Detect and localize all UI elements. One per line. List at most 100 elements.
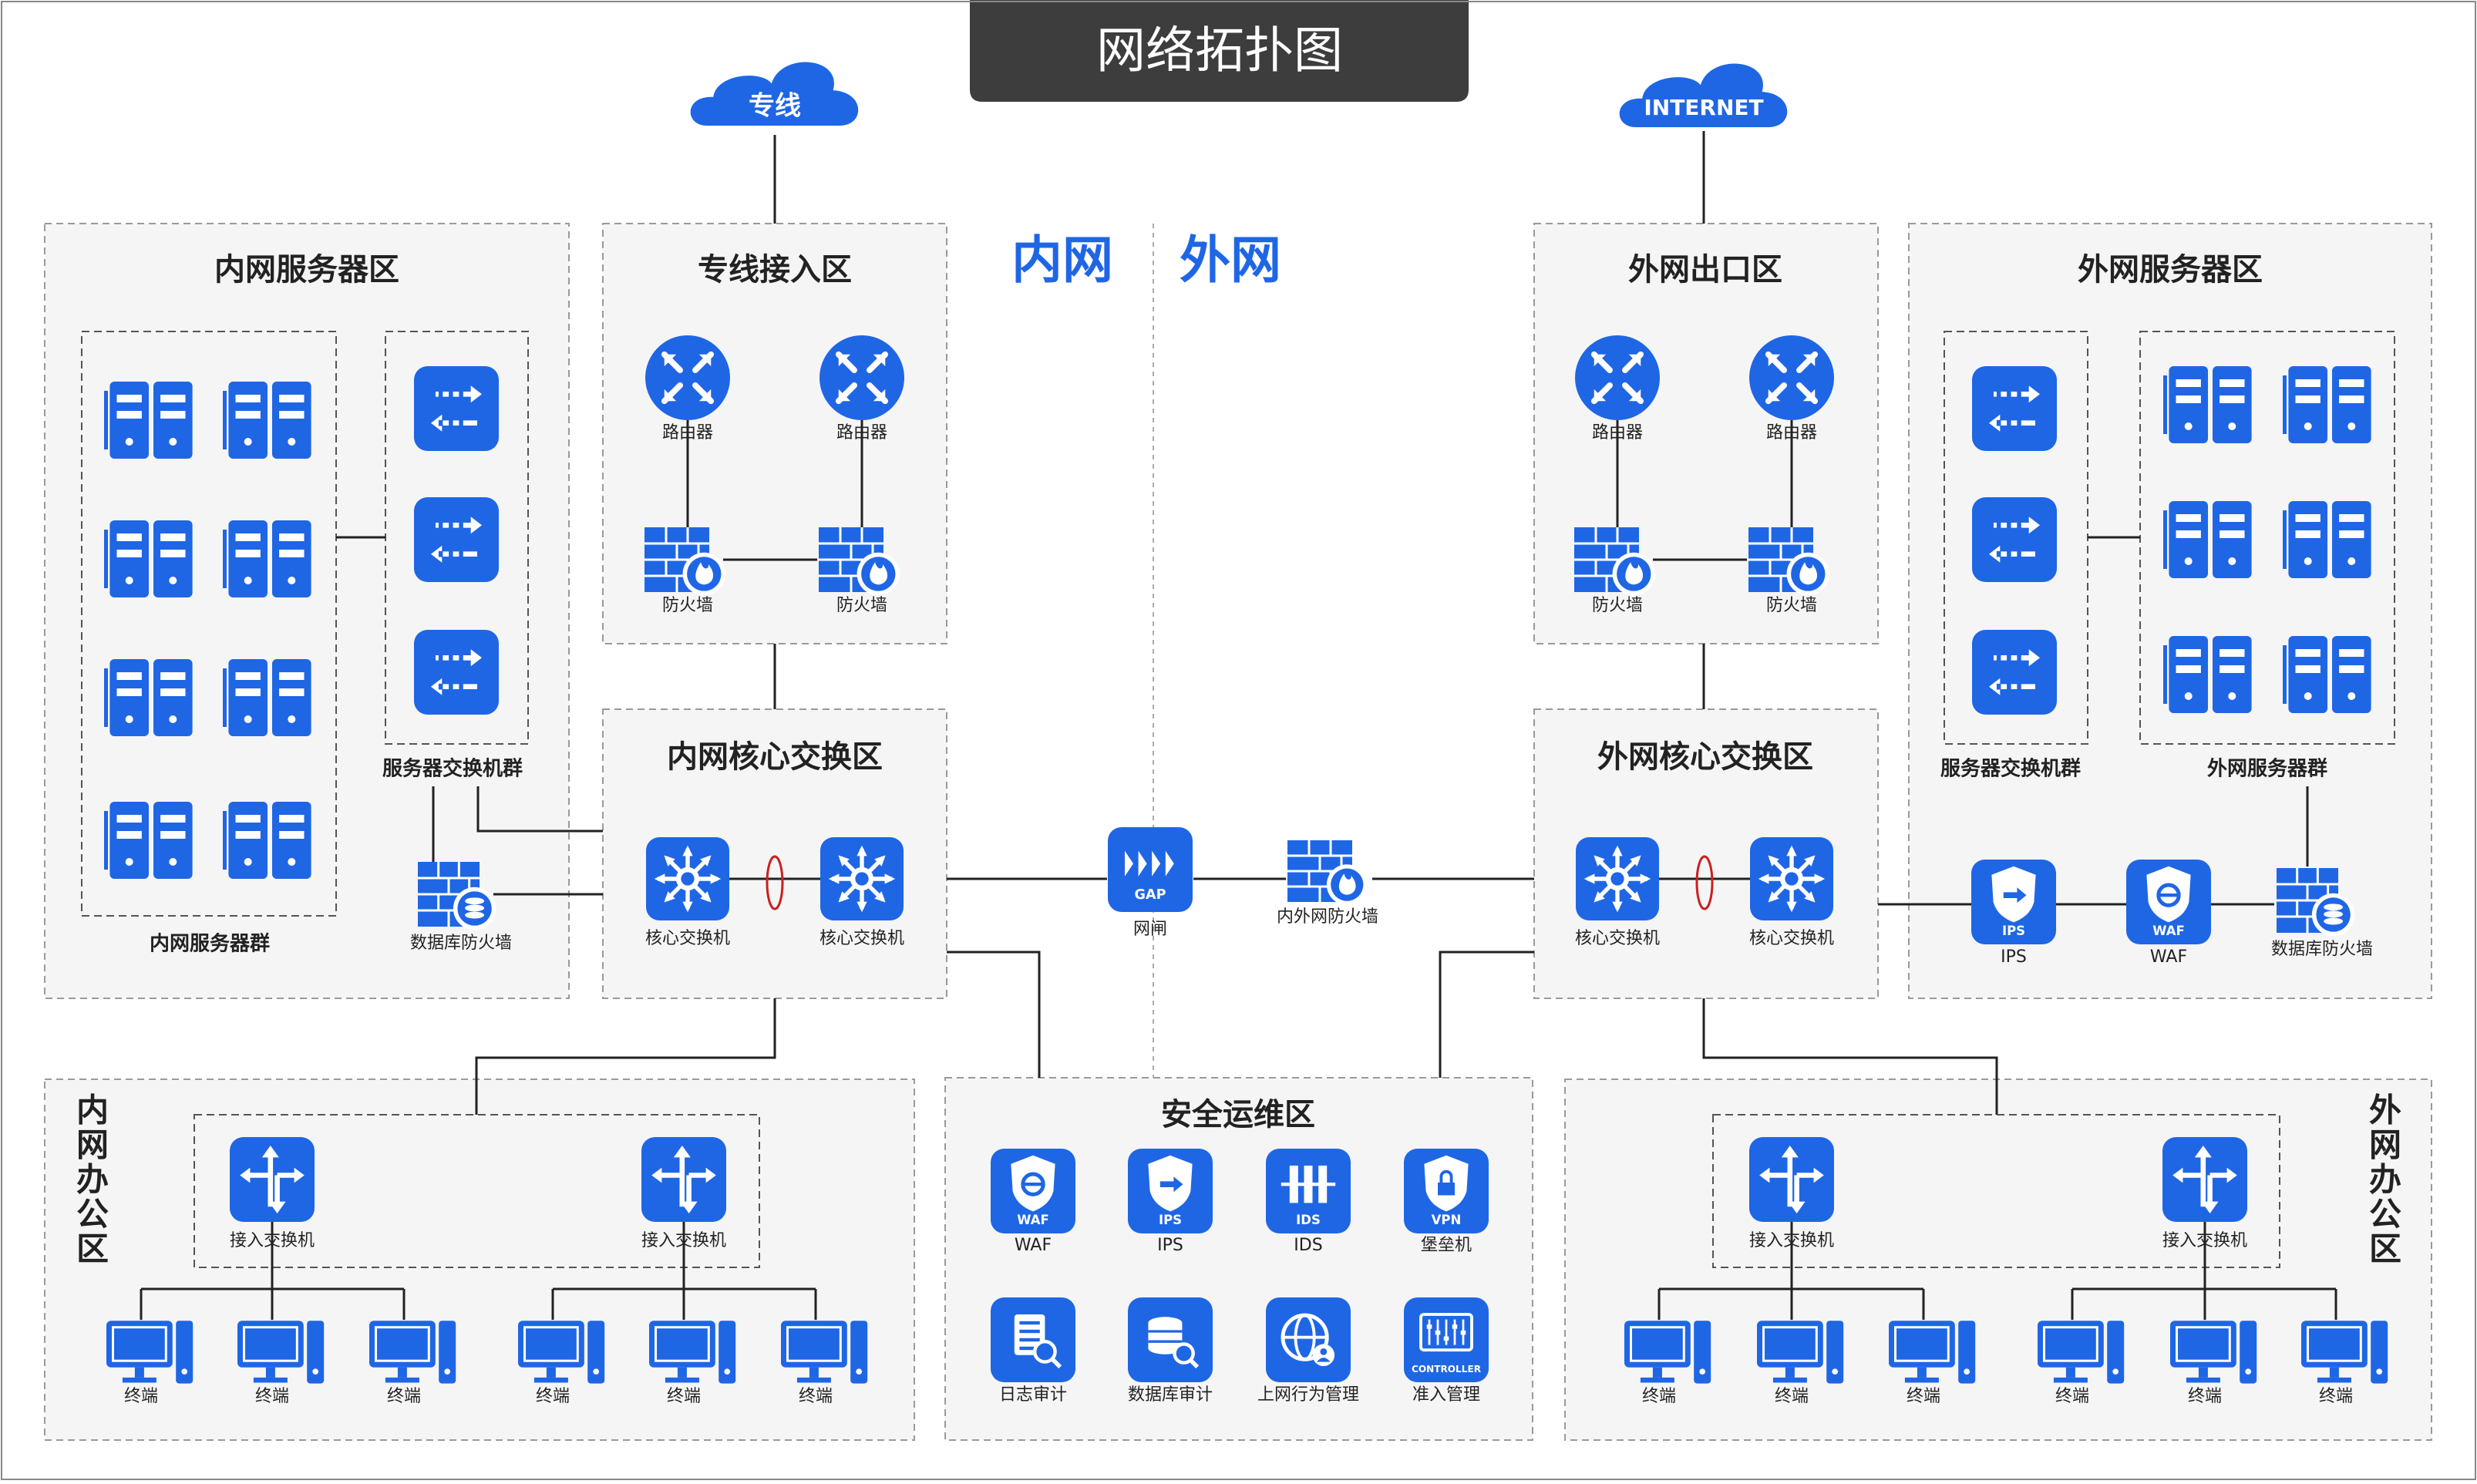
label-db-firewall-right: 数据库防火墙 xyxy=(2271,940,2373,959)
ips-icon-text: IPS xyxy=(2002,924,2025,938)
terminal-icon xyxy=(1624,1321,1711,1384)
label-core-switch-1: 核心交换机 xyxy=(645,929,730,948)
intranet-access-switch-box xyxy=(194,1114,760,1268)
internet-cloud: INTERNET xyxy=(1619,63,1788,127)
label-sec-web: 上网行为管理 xyxy=(1257,1385,1359,1405)
server-icon xyxy=(104,520,193,597)
access-switch-icon xyxy=(1749,1137,1834,1222)
vertical-label-char: 办 xyxy=(2369,1161,2401,1199)
ids-icon: IDS xyxy=(1266,1149,1351,1233)
link-core-right-office xyxy=(1702,998,1998,1115)
ips-icon: IPS xyxy=(1128,1149,1213,1233)
label-terminal: 终端 xyxy=(667,1387,701,1406)
terminal-icon xyxy=(2301,1321,2388,1384)
router-icon xyxy=(819,335,904,420)
firewall-icon xyxy=(644,527,726,596)
firewall-icon xyxy=(819,527,900,596)
label-core-switch-4: 核心交换机 xyxy=(1749,929,1834,948)
label-firewall-3: 防火墙 xyxy=(1592,596,1643,615)
label-terminal: 终端 xyxy=(255,1387,289,1406)
label-terminal: 终端 xyxy=(799,1387,833,1406)
server-switch-icon xyxy=(414,497,499,582)
server-switch-icon xyxy=(1972,497,2057,582)
vertical-label-char: 外 xyxy=(2369,1092,2401,1129)
vertical-label-char: 网 xyxy=(2369,1126,2401,1164)
link-switches-to-core-left xyxy=(476,786,603,833)
server-switch-icon xyxy=(1972,366,2057,451)
gap-icon-text: GAP xyxy=(1135,887,1166,903)
vertical-label-char: 公 xyxy=(2369,1196,2401,1233)
terminal-icon xyxy=(369,1321,456,1384)
label-terminal: 终端 xyxy=(1642,1387,1676,1406)
label-waf-chain: WAF xyxy=(2150,947,2187,967)
label-sec-vpn: 堡垒机 xyxy=(1421,1236,1472,1255)
server-icon xyxy=(2283,366,2371,443)
label-inout-firewall: 内外网防火墙 xyxy=(1277,907,1378,927)
waf-icon-text: WAF xyxy=(1017,1213,1049,1227)
vpn-icon: VPN xyxy=(1404,1149,1489,1233)
terminal-icon xyxy=(1757,1321,1844,1384)
database-firewall-icon xyxy=(418,862,496,930)
label-core-switch-2: 核心交换机 xyxy=(819,929,904,948)
core-switch-icon xyxy=(646,837,729,920)
zone-title-private-access: 专线接入区 xyxy=(698,252,852,288)
label-server-switch-cluster-left: 服务器交换机群 xyxy=(382,757,523,781)
controller-icon-text: CONTROLLER xyxy=(1412,1364,1482,1375)
server-icon xyxy=(104,382,193,459)
waf-icon-text: WAF xyxy=(2152,924,2185,938)
vertical-label-char: 区 xyxy=(2369,1230,2401,1268)
terminal-icon xyxy=(237,1321,325,1384)
zone-title-security-ops: 安全运维区 xyxy=(1161,1097,1315,1132)
label-sec-dbaudit: 数据库审计 xyxy=(1128,1385,1213,1405)
label-terminal: 终端 xyxy=(536,1387,570,1406)
vertical-label-char: 公 xyxy=(76,1196,109,1233)
label-terminal: 终端 xyxy=(1907,1387,1940,1406)
icon-bg xyxy=(414,630,499,715)
icon-bg xyxy=(1266,1297,1351,1382)
gap-icon: GAP xyxy=(1108,827,1193,912)
link-aggregation-ring-left xyxy=(766,855,784,910)
label-sec-waf: WAF xyxy=(1015,1236,1052,1255)
zone-title-extranet-servers: 外网服务器区 xyxy=(2078,252,2263,288)
zone-title-intranet-servers: 内网服务器区 xyxy=(214,252,399,288)
label-terminal: 终端 xyxy=(2055,1387,2089,1406)
side-label-intranet: 内网 xyxy=(1011,231,1113,290)
terminal-icon xyxy=(649,1321,736,1384)
private-line-cloud: 专线 xyxy=(690,62,859,126)
link-core-left-office xyxy=(475,998,776,1115)
link-core-left-secops xyxy=(947,951,1041,1078)
zone-title-extranet-exit: 外网出口区 xyxy=(1628,252,1782,288)
router-icon xyxy=(1575,335,1660,420)
label-terminal: 终端 xyxy=(2188,1387,2222,1406)
vertical-label-char: 区 xyxy=(76,1230,109,1268)
web-icon xyxy=(1266,1297,1351,1382)
access-switch-icon xyxy=(230,1137,315,1222)
terminal-icon xyxy=(1889,1321,1976,1384)
zone-extranet-office xyxy=(1564,1079,2432,1441)
private-line-cloud-label: 专线 xyxy=(749,90,801,121)
terminal-icon xyxy=(2038,1321,2125,1384)
core-switch-icon xyxy=(820,837,904,920)
ips-icon: IPS xyxy=(1971,860,2056,944)
core-switch-icon xyxy=(1750,837,1833,920)
zone-title-extranet-core: 外网核心交换区 xyxy=(1597,739,1813,775)
zone-title-intranet-core: 内网核心交换区 xyxy=(667,739,883,775)
ids-icon-text: IDS xyxy=(1296,1213,1321,1227)
link-core-right-secops xyxy=(1439,951,1534,1078)
server-icon xyxy=(2163,501,2252,578)
label-intranet-server-cluster: 内网服务器群 xyxy=(150,933,270,956)
vertical-label-char: 网 xyxy=(76,1126,109,1164)
title-banner-bg xyxy=(970,0,1469,102)
label-terminal: 终端 xyxy=(124,1387,158,1406)
intranet-server-cluster-box xyxy=(81,331,337,917)
label-core-switch-3: 核心交换机 xyxy=(1575,929,1660,948)
page-title: 网络拓扑图 xyxy=(1096,23,1343,80)
label-firewall-1: 防火墙 xyxy=(662,596,713,615)
server-icon xyxy=(223,520,311,597)
server-icon xyxy=(2163,366,2252,443)
